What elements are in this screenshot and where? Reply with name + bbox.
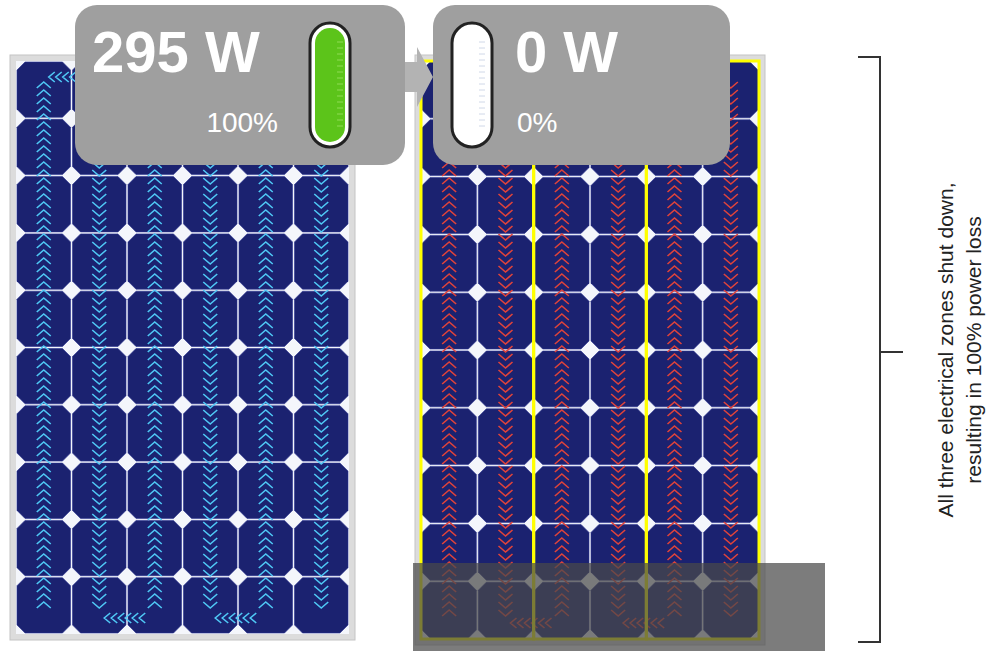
current-turn xyxy=(104,613,145,623)
solar-cell xyxy=(591,293,645,349)
solar-cell xyxy=(73,406,127,461)
solar-cell xyxy=(239,177,293,232)
power-percent: 0% xyxy=(517,109,557,137)
solar-cell xyxy=(478,467,532,523)
solar-cell xyxy=(128,520,182,575)
shade-overlay xyxy=(413,563,825,651)
solar-cell xyxy=(295,406,349,461)
solar-cell xyxy=(73,291,127,346)
solar-cell xyxy=(704,293,758,349)
bracket xyxy=(858,57,903,642)
solar-cell xyxy=(239,349,293,404)
solar-cell xyxy=(478,293,532,349)
power-callout: 0 W 0% xyxy=(433,5,730,165)
power-callout: 295 W 100% xyxy=(75,5,405,165)
solar-cell xyxy=(295,291,349,346)
solar-cell xyxy=(591,467,645,523)
current-arrows xyxy=(724,82,738,616)
current-arrows xyxy=(37,82,51,608)
solar-cell xyxy=(704,467,758,523)
power-value: 0 W xyxy=(515,23,618,81)
power-percent: 100% xyxy=(206,109,278,137)
solar-cell xyxy=(73,578,127,633)
solar-cell xyxy=(17,520,71,575)
solar-cell xyxy=(184,578,238,633)
solar-cell xyxy=(239,520,293,575)
current-turn xyxy=(215,613,256,623)
solar-cell xyxy=(184,291,238,346)
solar-cell xyxy=(184,406,238,461)
power-value: 295 W xyxy=(92,23,260,81)
solar-cell xyxy=(17,349,71,404)
solar-cell xyxy=(128,349,182,404)
solar-cell xyxy=(128,177,182,232)
flow-arrow xyxy=(405,47,433,107)
solar-cell xyxy=(295,578,349,633)
battery-icon xyxy=(449,20,495,150)
battery-icon xyxy=(307,20,353,150)
annotation-text: All three electrical zones shut down, re… xyxy=(932,150,988,550)
solar-cell xyxy=(17,177,71,232)
